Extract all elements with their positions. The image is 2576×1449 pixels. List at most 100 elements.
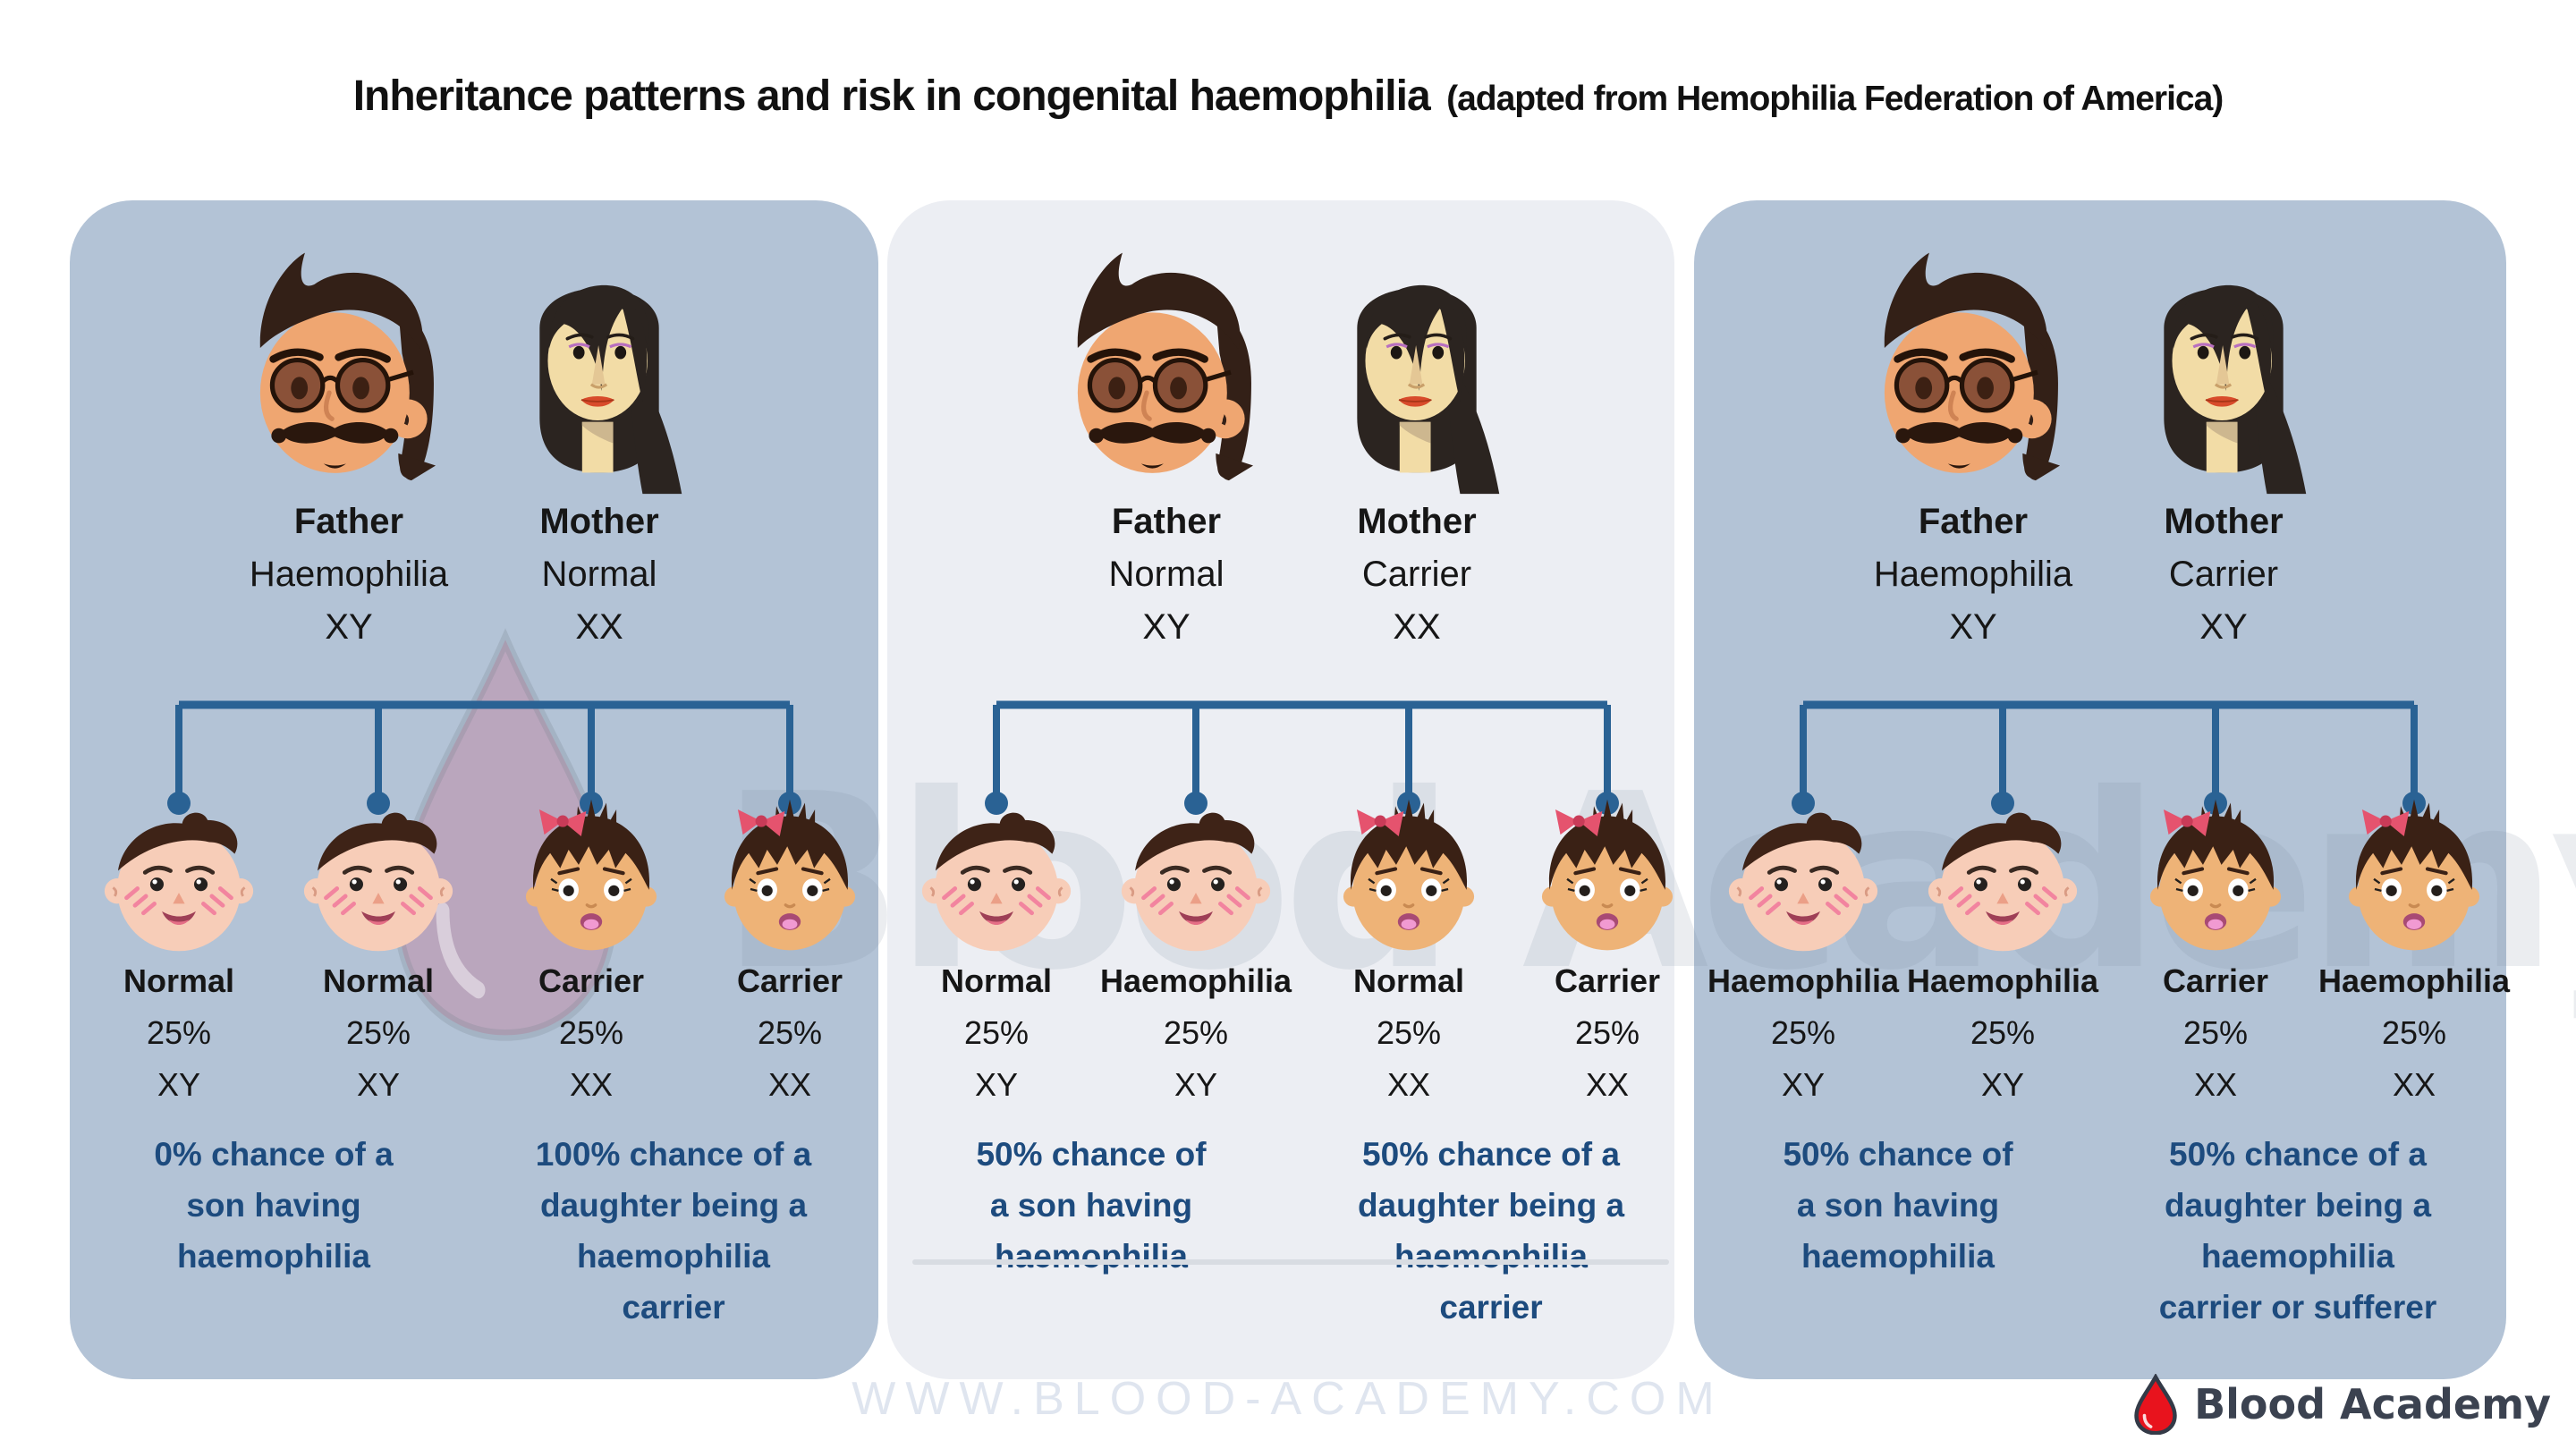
caption-line: carrier or sufferer (2158, 1289, 2437, 1326)
child-status: Normal (1352, 962, 1465, 999)
daughter-icon (2140, 796, 2292, 955)
child-chance: 25% (1574, 1014, 1640, 1051)
parent-status: Normal (1108, 555, 1224, 594)
title-suffix: (adapted from Hemophilia Federation of A… (1446, 80, 2224, 118)
caption-sons: 0% chance of a son having haemophilia (79, 1129, 469, 1282)
child-status: Haemophilia (1707, 962, 1900, 999)
mother-icon (2138, 250, 2309, 496)
father-label: Father Haemophilia XY (1874, 496, 2072, 654)
caption-sons: 50% chance of a son having haemophilia (1703, 1129, 2093, 1282)
child-status: Carrier (1554, 962, 1661, 999)
child-genotype: XX (767, 1066, 811, 1103)
child-son-1: Normal 25% XY (63, 796, 295, 1111)
daughter-icon (714, 796, 866, 955)
caption-line: daughter being a (1357, 1187, 1625, 1224)
caption-line: carrier (622, 1289, 725, 1326)
caption-daughters: 100% chance of a daughter being a haemop… (474, 1129, 873, 1333)
caption-daughters: 50% chance of a daughter being a haemoph… (1292, 1129, 1690, 1333)
panel-divider (912, 1259, 1669, 1265)
daughter-icon (1531, 796, 1683, 955)
child-genotype: XY (1174, 1066, 1218, 1103)
child-son-2: Haemophilia 25% XY (1080, 796, 1312, 1111)
child-status: Carrier (2162, 962, 2269, 999)
caption-line: 100% chance of a (535, 1136, 812, 1173)
child-status: Haemophilia (1906, 962, 2099, 999)
father-figure: Father Normal XY (1023, 243, 1309, 654)
child-status: Haemophilia (2318, 962, 2511, 999)
brand-logo: Blood Academy (2131, 1374, 2551, 1435)
child-genotype: XX (1386, 1066, 1431, 1103)
caption-line: son having (186, 1187, 361, 1224)
child-genotype: XY (974, 1066, 1019, 1103)
parent-status: Haemophilia (1873, 555, 2073, 594)
child-status: Carrier (736, 962, 843, 999)
parent-role: Mother (1357, 502, 1477, 541)
caption-line: carrier (1439, 1289, 1543, 1326)
footer-url: WWW.BLOOD-ACADEMY.COM (852, 1373, 1724, 1425)
mother-figure: Mother Carrier XX (1274, 250, 1560, 654)
caption-line: haemophilia (177, 1238, 370, 1275)
family-tree-connector (1792, 700, 2426, 815)
child-chance: 25% (345, 1014, 411, 1051)
child-chance: 25% (146, 1014, 212, 1051)
son-icon (920, 803, 1072, 955)
child-son-2: Normal 25% XY (262, 796, 495, 1111)
child-status: Normal (322, 962, 435, 999)
caption-line: haemophilia (2201, 1238, 2394, 1275)
parent-genotype: XY (325, 607, 373, 647)
child-status: Normal (940, 962, 1053, 999)
child-genotype: XY (1781, 1066, 1826, 1103)
father-icon (1866, 243, 2080, 496)
parent-status: Normal (541, 555, 657, 594)
title-main: Inheritance patterns and risk in congeni… (352, 72, 1431, 120)
caption-line: 0% chance of a (154, 1136, 394, 1173)
child-chance: 25% (1376, 1014, 1442, 1051)
child-chance: 25% (1770, 1014, 1836, 1051)
panel-father-haemophilia-mother-carrier: Father Haemophilia XY Mother Carrier XY … (1694, 200, 2510, 1379)
caption-line: a son having (1796, 1187, 2000, 1224)
parent-genotype: XY (1949, 607, 1997, 647)
child-chance: 25% (558, 1014, 624, 1051)
father-icon (1059, 243, 1274, 496)
caption-line: 50% chance of (1783, 1136, 2013, 1173)
father-label: Father Normal XY (1109, 496, 1224, 654)
parent-role: Father (1918, 502, 2029, 541)
mother-icon (1331, 250, 1503, 496)
child-daughter-2: Carrier 25% XX (1491, 796, 1724, 1111)
child-genotype: XX (1585, 1066, 1629, 1103)
son-icon (302, 803, 454, 955)
child-daughter-1: Carrier 25% XX (475, 796, 708, 1111)
son-icon (1727, 803, 1879, 955)
parent-role: Mother (539, 502, 659, 541)
child-chance: 25% (2381, 1014, 2447, 1051)
caption-line: daughter being a (2164, 1187, 2432, 1224)
child-daughter-2: Carrier 25% XX (674, 796, 906, 1111)
parent-genotype: XX (1393, 607, 1441, 647)
child-genotype: XY (356, 1066, 401, 1103)
panel-father-normal-mother-carrier: Father Normal XY Mother Carrier XX Norma… (887, 200, 1674, 1379)
mother-label: Mother Carrier XY (2164, 496, 2283, 654)
daughter-icon (1333, 796, 1485, 955)
father-figure: Father Haemophilia XY (1830, 243, 2116, 654)
child-status: Normal (123, 962, 235, 999)
child-chance: 25% (757, 1014, 823, 1051)
child-genotype: XY (1980, 1066, 2025, 1103)
child-genotype: XX (2392, 1066, 2436, 1103)
child-daughter-2: Haemophilia 25% XX (2298, 796, 2530, 1111)
blood-drop-icon (2134, 1374, 2177, 1435)
caption-line: daughter being a (539, 1187, 808, 1224)
caption-line: haemophilia (995, 1238, 1188, 1275)
parent-genotype: XX (575, 607, 623, 647)
parent-role: Father (293, 502, 404, 541)
child-chance: 25% (1163, 1014, 1229, 1051)
parent-status: Haemophilia (249, 555, 449, 594)
father-figure: Father Haemophilia XY (206, 243, 492, 654)
child-son-1: Normal 25% XY (880, 796, 1113, 1111)
son-icon (1120, 803, 1272, 955)
son-icon (1927, 803, 2079, 955)
child-genotype: XX (569, 1066, 613, 1103)
mother-label: Mother Carrier XX (1357, 496, 1476, 654)
page-title: Inheritance patterns and risk in congeni… (0, 72, 2576, 121)
child-genotype: XY (157, 1066, 201, 1103)
